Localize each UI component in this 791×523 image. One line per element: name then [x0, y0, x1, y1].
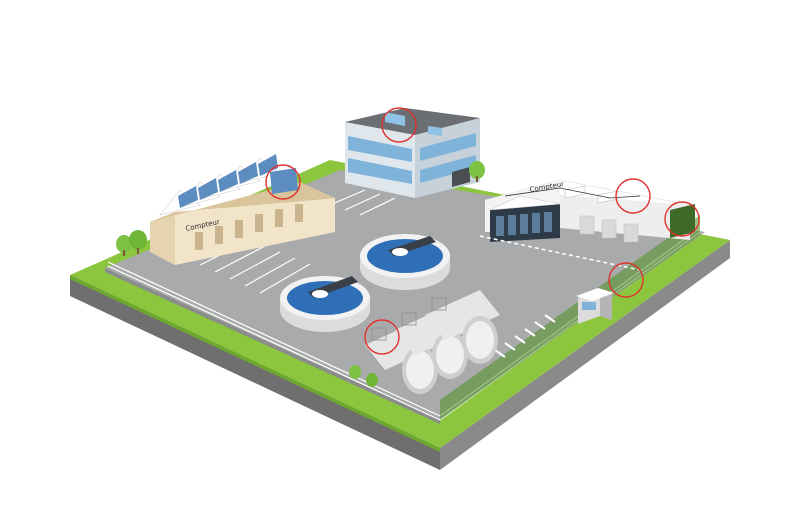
office-building — [345, 108, 480, 198]
entrance-hotspot[interactable] — [608, 262, 644, 298]
warehouse-roof-hotspot[interactable] — [615, 178, 651, 214]
tank-hotspot[interactable] — [364, 319, 400, 355]
road-marking — [479, 235, 641, 271]
tree-group-bottom — [349, 365, 378, 387]
warehouse-side-hotspot[interactable] — [664, 201, 700, 237]
office-roof-hotspot[interactable] — [381, 107, 417, 143]
hotspots — [265, 107, 700, 355]
tree-group-left — [116, 230, 147, 256]
parking-lot — [199, 189, 396, 294]
clarifier-tank-right — [360, 234, 450, 290]
crosswalk — [494, 314, 556, 358]
guard-house — [576, 288, 614, 324]
factory-roof-hotspot[interactable] — [265, 164, 301, 200]
factory-building: Compteur — [150, 154, 335, 265]
clarifier-tank-left — [280, 276, 370, 332]
tree-office — [469, 161, 485, 182]
warehouse-building: Compteur — [484, 179, 695, 243]
storage-tanks — [365, 290, 500, 394]
